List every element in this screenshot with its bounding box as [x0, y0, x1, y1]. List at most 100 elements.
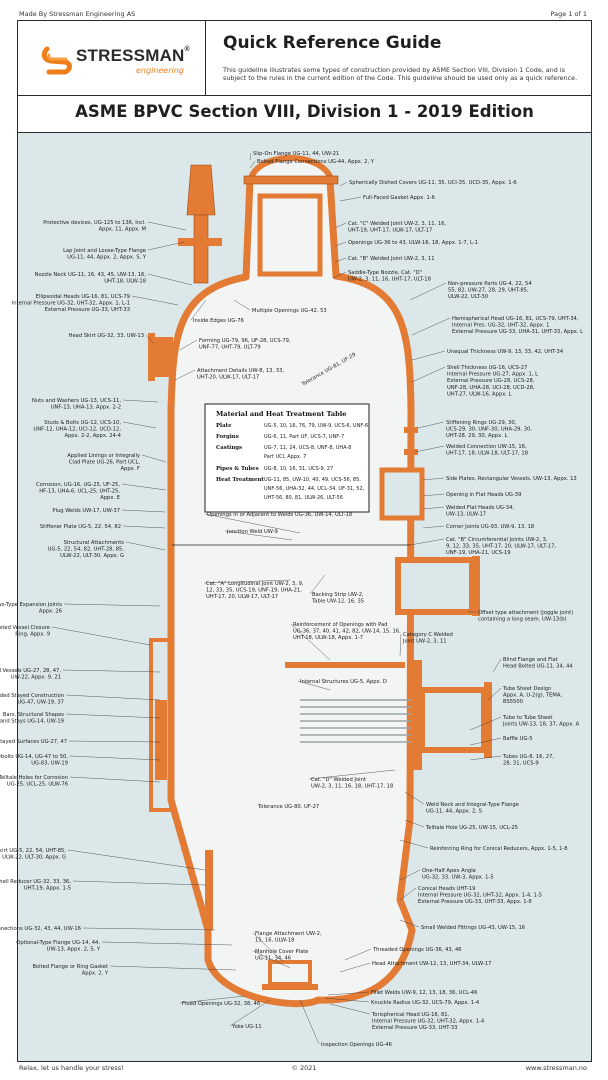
- callout-text: Appx. A, U-2(g), TEMA,: [503, 693, 562, 699]
- logo-wordmark: STRESSMAN®: [76, 46, 190, 65]
- callout-text: UW-2, 3, 11, 16, 18, UHT-17, 18: [311, 784, 393, 790]
- callout-text: 12, 33, 35, UCS-19, UNF-19, UHA-21,: [206, 588, 302, 594]
- leader-line: [252, 932, 284, 963]
- manhole-neck: [268, 960, 312, 986]
- callout-text: Threaded Openings UG-36, 43, 46: [372, 947, 462, 953]
- callout-text: Internal Structures UG-5, Appx. D: [300, 679, 387, 685]
- callout-label: Protective devices, UG-125 to 136, Incl.…: [43, 220, 187, 233]
- guide-header: STRESSMAN® engineering Quick Reference G…: [18, 21, 591, 96]
- leader-line: [329, 1003, 371, 1015]
- protective-device: [186, 164, 216, 216]
- callout-label: Bolted Flange Connections UG-44, Appx. 2…: [249, 159, 375, 169]
- callout-text: UHT-18, ULW-18, Appx. 1-7: [293, 635, 363, 641]
- callout-text: Opening in Flat Heads UG-39: [446, 492, 521, 498]
- leader-line: [339, 962, 371, 973]
- callout-text: Corrosion, UG-16, UG-25, UF-25,: [36, 482, 120, 488]
- callout-text: Telltale Holes for Corrosion: [0, 775, 68, 781]
- callout-text: Internal Pressure UG-32, UHT-32, Appx. 1…: [12, 301, 130, 307]
- callout-text: Small Welded Fittings UG-43, UW-15, 16: [421, 925, 525, 931]
- support-skirt: [205, 850, 213, 930]
- callout-label: Threaded Openings UG-36, 43, 46: [344, 947, 462, 961]
- callout-text: Saddle-Type Nozzle, Cat. "D": [348, 270, 422, 276]
- callout-text: UG-83, UW-19: [31, 761, 68, 767]
- callout-text: UG-5, 22, 54, 82, UHT-28, 85,: [48, 547, 125, 553]
- callout-text: UHT-17, 20, ULW-17, ULT-17: [206, 594, 278, 600]
- callout-text: Bars, Structural Shapes: [3, 712, 64, 718]
- callout-label: Knuckle Radius UG-32, UCS-79, Appx. 1-4: [324, 997, 480, 1006]
- callout-text: Flange Attachment UW-2,: [255, 931, 322, 937]
- callout-text: Head Bolted UG-11, 34, 44: [503, 664, 573, 670]
- callout-text: Hemispherical Head UG-16, 81, UCS-79, UH…: [452, 316, 579, 322]
- header-description: This guideline illustrates some types of…: [223, 66, 578, 83]
- callout-label: Tubes UG-8, 16, 27,28, 31, UCS-9: [469, 754, 554, 767]
- callout-text: Joint UW-2, 3, 11: [402, 639, 447, 645]
- callout-label: Multiple Openings UG-42, 53: [233, 299, 327, 314]
- callout-text: Tube Sheet Design: [502, 686, 551, 692]
- tube-bundle: [300, 699, 412, 743]
- leader-line: [122, 421, 157, 429]
- leader-line: [204, 513, 301, 534]
- callout-text: Tube to Tube Sheet: [502, 715, 552, 721]
- callout-text: Conical Heads UHT-19: [418, 886, 475, 892]
- callout-text: Bolted Flange or Ring Gasket: [32, 964, 108, 970]
- callout-text: UNF-12, UHA-12, UCI-12, UCD-12,: [33, 427, 121, 433]
- made-by-text: Made By Stressman Engineering AS: [19, 10, 136, 18]
- leader-line: [249, 152, 252, 161]
- leader-line: [469, 737, 502, 746]
- callout-label: Studs & Bolts UG-12, UCS-10,UNF-12, UHA-…: [33, 420, 157, 439]
- callout-label: Head Skirt UG-32, 33, UW-13: [69, 333, 156, 346]
- callout-text: Offset type attachment (joggle joint): [478, 610, 573, 616]
- stiffening-ring: [404, 449, 418, 455]
- left-nozzle-flange: [148, 333, 155, 381]
- leader-line: [67, 849, 206, 871]
- callout-text: 28, 31, UCS-9: [503, 761, 539, 767]
- callout-label: Slip-On Flange UG-11, 44, UW-21: [249, 151, 339, 161]
- callout-text: UNF-77, UHT-79, ULT-79: [199, 345, 261, 351]
- callout-label: Openings UG-36 to 43, ULW-16, 18, Appx. …: [334, 240, 478, 247]
- page-number: Page 1 of 1: [550, 10, 587, 18]
- callout-text: ULW-22, ULT-30: [448, 294, 488, 300]
- leader-line: [299, 999, 320, 1045]
- callout-text: Bellows-Type Expansion Joints: [0, 602, 62, 608]
- valve-nozzle: [193, 214, 209, 284]
- callout-text: ULW-22, ULT-30, Appx. G: [60, 553, 124, 559]
- leader-line: [399, 869, 421, 881]
- callout-text: containing a long seam. UW-13(b): [478, 617, 567, 623]
- callout-text: Spherically Dished Covers UG-11, 35, UCI…: [349, 180, 517, 186]
- callout-text: Torispherical Head UG-16, 81,: [371, 1012, 450, 1018]
- callout-label: Weld Neck and Integral-Type FlangeUG-11,…: [404, 791, 519, 815]
- callout-text: UNF-19, UHA-21, UCS-19: [446, 550, 511, 556]
- callout-label: Inside Edges UG-76: [190, 299, 244, 324]
- callout-label: Opening in Flat Heads UG-39: [422, 492, 521, 498]
- leader-line: [190, 299, 207, 321]
- leader-line: [334, 257, 347, 263]
- callout-text: 15, 16, ULW-18: [255, 938, 294, 944]
- callout-text: Manhole Cover Plate: [255, 949, 309, 955]
- table-value: UG-8, 10, 16, 31, UCS-9, 27: [264, 466, 333, 472]
- leader-line: [203, 579, 291, 584]
- footer-copyright: © 2021: [291, 1064, 317, 1072]
- callout-text: Tolerance UG-80, UF-27: [257, 804, 319, 810]
- callout-text: Cat. "A" Longitudinal Joint UW-2, 3, 9,: [206, 581, 304, 587]
- callout-label: Inspection Openings UG-46: [299, 999, 392, 1048]
- callout-text: Welded Stayed Construction: [0, 693, 64, 699]
- leader-line: [422, 477, 445, 481]
- callout-text: Conical Shell Reducer UG-32, 33, 36,: [0, 879, 71, 885]
- callout-text: Structural Attachments: [64, 540, 125, 546]
- leader-line: [324, 997, 370, 1003]
- callout-text: UHT-20, ULW-17, ULT-17: [197, 375, 259, 381]
- callout-text: UHT-19, Appx. 1-5: [24, 886, 71, 892]
- callout-text: UG-36, 37, 40, 41, 42, 82, UW-14, 15, 16…: [293, 629, 401, 635]
- callout-label: Spherically Dished Covers UG-11, 35, UCI…: [339, 180, 517, 187]
- callout-label: Stayed Surfaces UG-27, 47: [0, 739, 161, 745]
- callout-text: Internal Pressure UG-27, Appx. 1, L: [447, 372, 538, 378]
- vessel-shell: [167, 176, 416, 1008]
